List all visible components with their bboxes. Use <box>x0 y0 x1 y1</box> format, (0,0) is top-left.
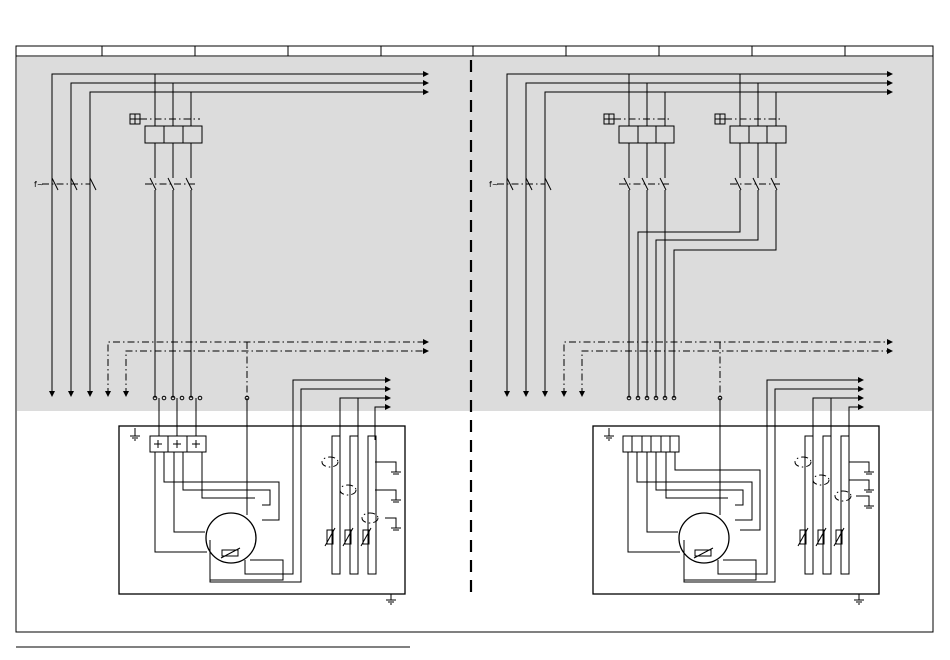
right-enclosure-ground-icon <box>604 428 614 440</box>
left-frame-ground-icon <box>386 594 396 604</box>
right-motor-enclosure <box>593 398 879 604</box>
right-frame-ground-icon <box>854 594 864 604</box>
supply-zone-shading <box>17 57 932 411</box>
left-thermistor-strips <box>322 436 401 574</box>
right-terminal-block <box>623 436 679 452</box>
right-thermistor-strips <box>795 436 874 574</box>
left-enclosure-ground-icon <box>130 428 140 440</box>
right-shield-ground-icons <box>849 462 874 508</box>
right-motor-icon <box>679 513 729 563</box>
left-motor-icon <box>206 513 256 563</box>
header-column-dividers <box>102 46 845 56</box>
left-motor-enclosure <box>119 398 405 604</box>
left-shield-ground-icons <box>375 462 401 530</box>
